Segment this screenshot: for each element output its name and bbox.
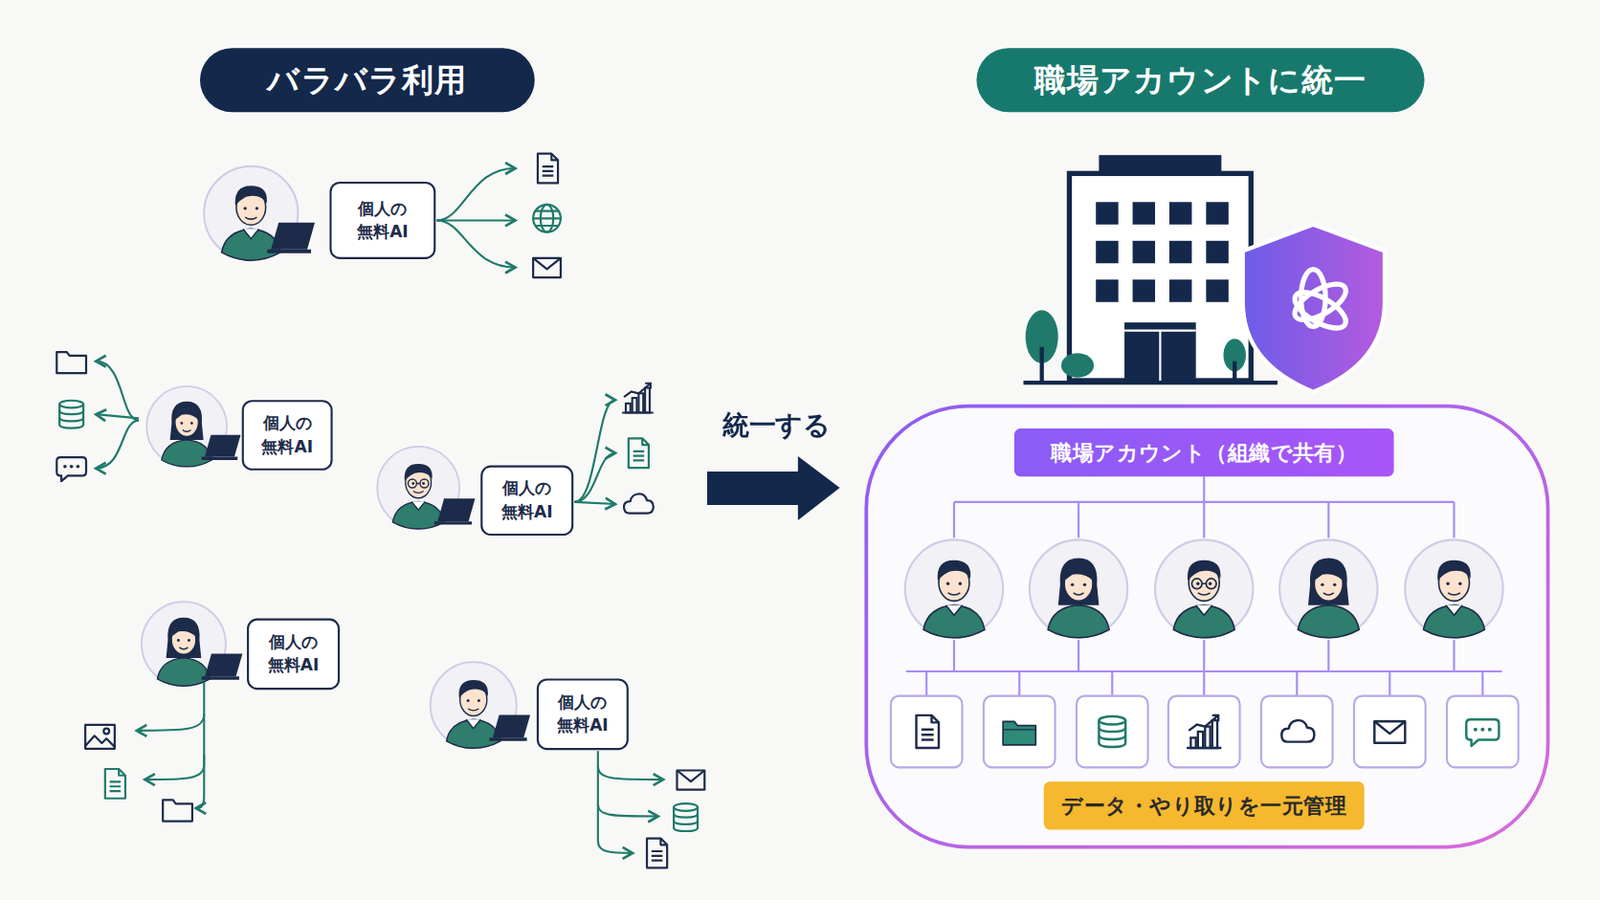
node-text: 職場アカウント（組織で共有） bbox=[1050, 438, 1357, 467]
node-text: バラバラ利用 bbox=[266, 58, 467, 102]
member-icons bbox=[905, 539, 1504, 638]
node-text: 個人の 無料AI bbox=[257, 631, 331, 678]
ai-tool-box: 個人の 無料AI bbox=[480, 466, 574, 537]
node-text: 個人の 無料AI bbox=[339, 198, 426, 245]
section-heading: バラバラ利用 bbox=[200, 47, 535, 112]
person-icons bbox=[141, 166, 531, 749]
node-text: 個人の 無料AI bbox=[490, 477, 564, 524]
unify-arrow bbox=[707, 456, 841, 521]
ai-tool-box: 個人の 無料AI bbox=[246, 619, 340, 691]
resource-icons bbox=[56, 154, 705, 869]
section-heading: 職場アカウントに統一 bbox=[976, 47, 1424, 112]
management-band: データ・やり取りを一元管理 bbox=[1044, 781, 1365, 830]
ai-tool-box: 個人の 無料AI bbox=[329, 181, 436, 260]
office-building bbox=[1022, 155, 1278, 383]
account-band: 職場アカウント（組織で共有） bbox=[1014, 428, 1395, 477]
node-text: データ・やり取りを一元管理 bbox=[1061, 791, 1346, 821]
ai-tool-box: 個人の 無料AI bbox=[536, 678, 629, 751]
org-container bbox=[866, 406, 1548, 848]
node-text: 個人の 無料AI bbox=[251, 412, 323, 459]
node-text: 個人の 無料AI bbox=[547, 691, 620, 738]
arrow-label: 統一する bbox=[722, 408, 831, 445]
node-text: 職場アカウントに統一 bbox=[1034, 58, 1368, 102]
ai-tool-box: 個人の 無料AI bbox=[242, 400, 334, 471]
flow-arrows bbox=[95, 168, 664, 854]
shared-resource-tiles bbox=[890, 696, 1519, 769]
security-shield bbox=[1243, 224, 1385, 393]
